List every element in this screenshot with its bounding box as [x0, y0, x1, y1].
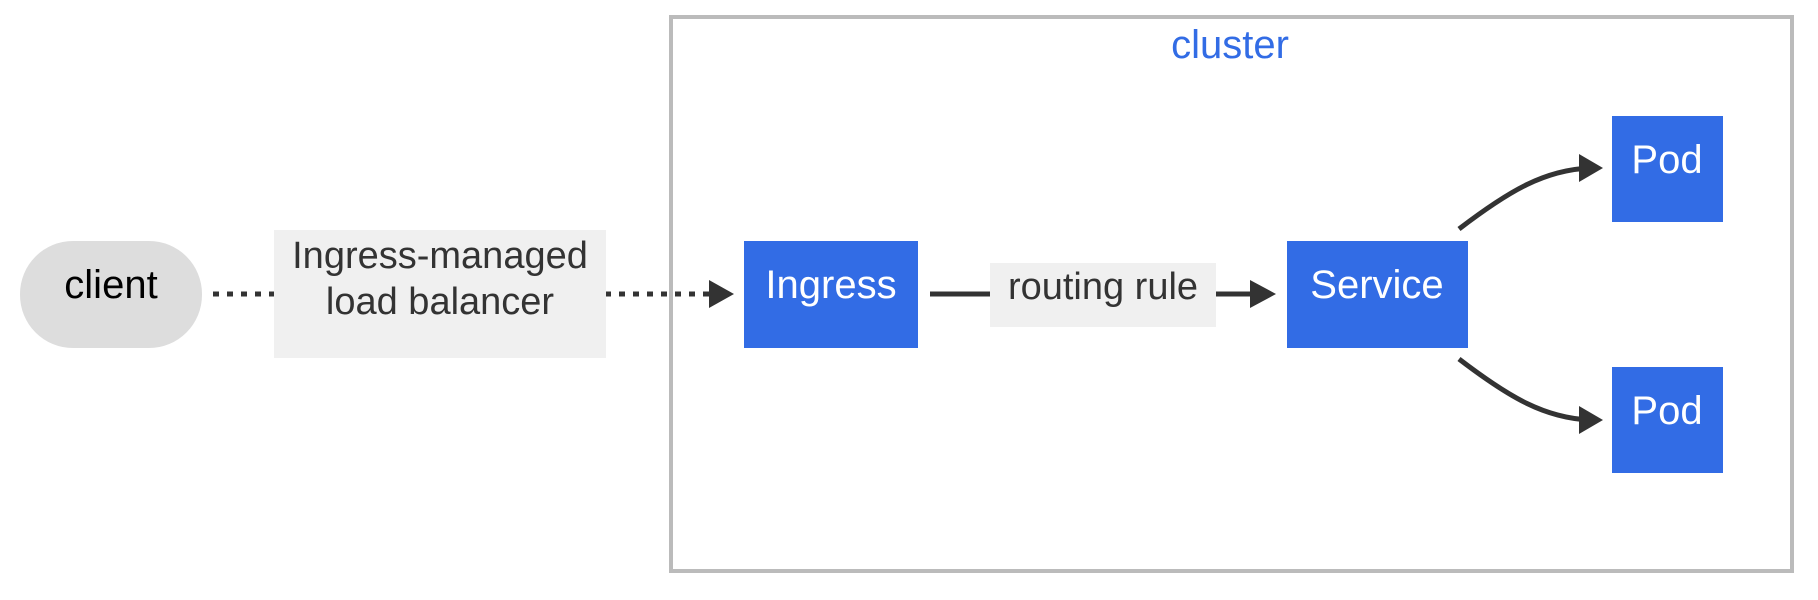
edge-service-to-pod2: [1457, 357, 1591, 423]
edge-label-routing-rule: routing rule: [990, 263, 1216, 327]
pod-2-label: Pod: [1631, 389, 1702, 433]
arrowhead-ingress: [709, 280, 734, 308]
pod-1-label: Pod: [1631, 138, 1702, 182]
node-pod-2[interactable]: Pod: [1612, 367, 1723, 473]
client-label: client: [64, 263, 157, 307]
arrowhead-pod2: [1579, 406, 1603, 434]
node-pod-1[interactable]: Pod: [1612, 116, 1723, 222]
edge-label-load-balancer: Ingress-managed load balancer: [274, 230, 606, 358]
node-service[interactable]: Service: [1287, 241, 1468, 348]
node-ingress[interactable]: Ingress: [744, 241, 918, 348]
edge-label-routing-rule-bg: [990, 263, 1216, 327]
node-client[interactable]: client: [20, 241, 202, 348]
edge-label-load-balancer-bg: [274, 230, 606, 358]
service-label: Service: [1310, 263, 1443, 307]
pod-2-box: [1612, 367, 1723, 473]
ingress-label: Ingress: [765, 263, 896, 307]
ingress-box: [744, 241, 918, 348]
pod-1-box: [1612, 116, 1723, 222]
arrowhead-service: [1250, 280, 1276, 308]
cluster-label: cluster: [1171, 23, 1289, 67]
edge-label-routing-rule-text: routing rule: [1008, 266, 1198, 308]
edge-label-load-balancer-line2: load balancer: [326, 281, 555, 323]
client-shape: [20, 241, 202, 348]
edge-label-load-balancer-line1: Ingress-managed: [292, 235, 588, 277]
service-box: [1287, 241, 1468, 348]
arrowhead-pod1: [1579, 154, 1603, 182]
edge-service-to-pod1: [1457, 165, 1591, 231]
